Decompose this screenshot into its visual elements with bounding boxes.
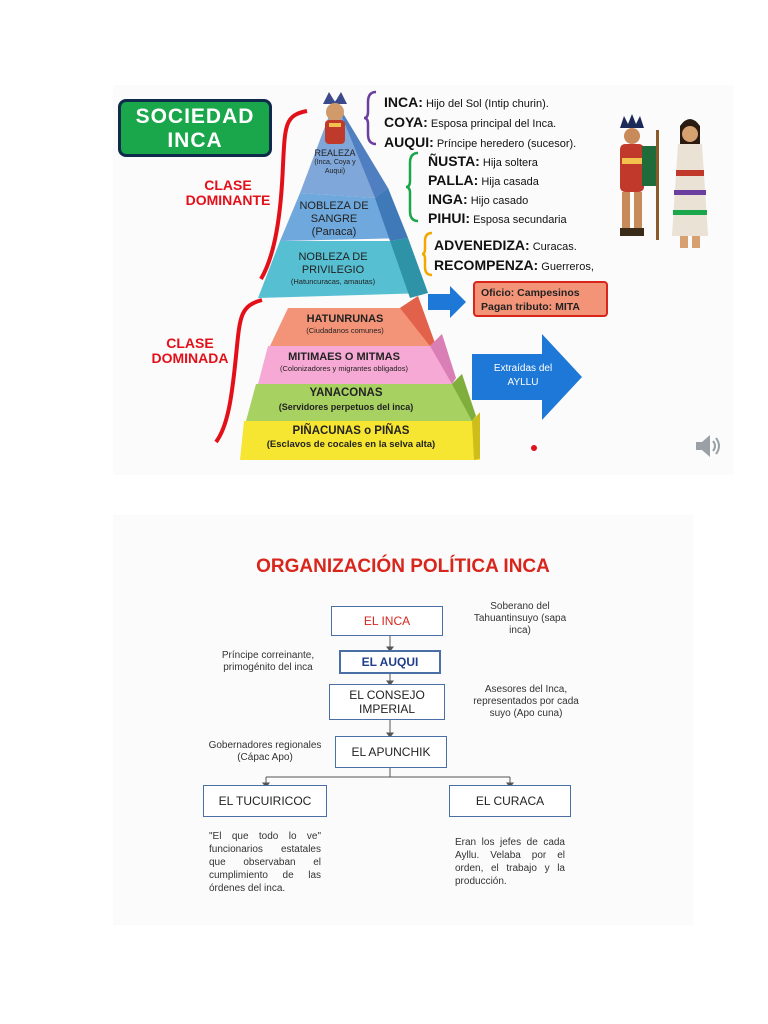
- clase-dominada-line1: CLASE: [166, 335, 214, 351]
- curaca-box: EL CURACA: [449, 785, 571, 817]
- pyramid-mitimaes-level: [258, 334, 452, 384]
- inca-couple-illustration: [620, 114, 708, 248]
- mitimaes-sub: (Colonizadores y migrantes obligados): [280, 364, 408, 373]
- realeza-item: INCA: Hijo del Sol (Intip churin).: [384, 94, 549, 110]
- pyramid-hatunrunas-level: [270, 296, 430, 346]
- consejo-note: Asesores del Inca, representados por cad…: [473, 684, 579, 719]
- pinacunas-label: PIÑACUNAS o PIÑAS (Esclavos de cocales e…: [244, 424, 458, 452]
- clase-dominante-line2: DOMINANTE: [185, 192, 271, 208]
- consejo-line1: EL CONSEJO: [349, 688, 425, 702]
- oficio-line1: Oficio: Campesinos: [481, 287, 580, 299]
- oficio-box: Oficio: Campesinos Pagan tributo: MITA: [473, 281, 608, 317]
- extraidas-line2: AYLLU: [507, 377, 539, 388]
- oficio-arrow-icon: [428, 286, 466, 318]
- pyramid-realeza-level: [300, 100, 375, 198]
- privilegio-item: RECOMPENZA: Guerreros,: [434, 257, 594, 273]
- sangre-list: ÑUSTA: Hija soltera PALLA: Hija casada I…: [428, 153, 578, 229]
- org-connectors: [262, 636, 514, 788]
- hatunrunas-label: HATUNRUNAS (Ciudadanos comunes): [270, 313, 420, 337]
- title-line-1: SOCIEDAD: [135, 105, 255, 128]
- sangre-item: INGA: Hijo casado: [428, 191, 529, 207]
- sangre-item: PIHUI: Esposa secundaria: [428, 210, 567, 226]
- hatunrunas-sub: (Ciudadanos comunes): [306, 326, 384, 335]
- el-auqui-label: EL AUQUI: [361, 655, 419, 669]
- hatunrunas-title: HATUNRUNAS: [306, 313, 384, 325]
- title-line-2: INCA: [167, 129, 223, 152]
- clase-dominante-bracket: [259, 109, 308, 281]
- nobleza-privilegio-line2: PRIVILEGIO: [301, 264, 365, 276]
- consejo-imperial-box: EL CONSEJO IMPERIAL: [329, 684, 445, 720]
- realeza-item: AUQUI: Príncipe heredero (sucesor).: [384, 134, 577, 150]
- sangre-bracket: [406, 151, 419, 223]
- extraidas-line1: Extraídas del: [493, 363, 553, 374]
- organizacion-politica-diagram: [113, 515, 693, 925]
- speaker-icon[interactable]: [692, 430, 724, 462]
- apunchik-label: EL APUNCHIK: [351, 745, 431, 759]
- sangre-item: PALLA: Hija casada: [428, 172, 539, 188]
- nobleza-privilegio-sub: (Hatuncuracas, amautas): [290, 277, 376, 286]
- yanaconas-label: YANACONAS (Servidores perpetuos del inca…: [252, 386, 440, 414]
- el-inca-label: EL INCA: [363, 614, 411, 628]
- curaca-label: EL CURACA: [475, 794, 545, 808]
- privilegio-list: ADVENEDIZA: Curacas. RECOMPENZA: Guerrer…: [434, 236, 594, 276]
- el-inca-note: Soberano del Tahuantinsuyo (sapa inca): [473, 601, 567, 636]
- nobleza-sangre-line1: NOBLEZA DE: [299, 200, 369, 212]
- apunchik-box: EL APUNCHIK: [335, 736, 447, 768]
- tucuiricoc-box: EL TUCUIRICOC: [203, 785, 327, 817]
- tucuiricoc-desc: "El que todo lo ve" funcionarios estatal…: [209, 831, 321, 894]
- extraidas-label: Extraídas del AYLLU: [478, 362, 568, 390]
- oficio-line2: Pagan tributo: MITA: [481, 301, 580, 313]
- sociedad-inca-title: SOCIEDAD INCA: [118, 99, 272, 157]
- realeza-bracket: [364, 90, 377, 146]
- nobleza-privilegio-line1: NOBLEZA DE: [298, 251, 368, 263]
- realeza-item: COYA: Esposa principal del Inca.: [384, 114, 557, 130]
- el-auqui-note: Príncipe correinante, primogénito del in…: [221, 650, 315, 673]
- privilegio-item: ADVENEDIZA: Curacas.: [434, 237, 577, 253]
- clase-dominada-line2: DOMINADA: [151, 350, 229, 366]
- pyramid-privilegio-level: [258, 238, 428, 298]
- nobleza-sangre-line2: SANGRE: [310, 213, 358, 225]
- curaca-desc: Eran los jefes de cada Ayllu. Velaba por…: [455, 837, 565, 887]
- inca-figure-icon: [323, 92, 347, 144]
- consejo-line2: IMPERIAL: [358, 702, 415, 716]
- clase-dominada-label: CLASE DOMINADA: [140, 336, 240, 366]
- pyramid-pinas-level: [240, 412, 480, 460]
- nobleza-sangre-sub: (Panaca): [311, 226, 357, 238]
- social-pyramid: [240, 100, 480, 460]
- tucuiricoc-label: EL TUCUIRICOC: [218, 794, 312, 808]
- clase-dominada-bracket: [214, 298, 263, 444]
- clase-dominante-line1: CLASE: [204, 177, 252, 193]
- mitimaes-label: MITIMAES O MITMAS (Colonizadores y migra…: [258, 351, 430, 375]
- sangre-item: ÑUSTA: Hija soltera: [428, 153, 538, 169]
- apunchik-note: Gobernadores regionales (Cápac Apo): [208, 740, 322, 763]
- yanaconas-sub: (Servidores perpetuos del inca): [278, 402, 414, 412]
- pinacunas-sub: (Esclavos de cocales en la selva alta): [266, 439, 436, 450]
- nobleza-sangre-label: NOBLEZA DE SANGRE (Panaca): [290, 200, 378, 239]
- realeza-sub: (Inca, Coya y Auqui): [314, 159, 356, 175]
- pinacunas-title: PIÑACUNAS o PIÑAS: [292, 425, 410, 437]
- organizacion-title: ORGANIZACIÓN POLÍTICA INCA: [256, 556, 550, 577]
- realeza-list: INCA: Hijo del Sol (Intip churin). COYA:…: [384, 93, 577, 153]
- privilegio-bracket: [422, 231, 433, 277]
- el-inca-box: EL INCA: [331, 606, 443, 636]
- extraidas-arrow-icon: [472, 334, 582, 420]
- pyramid-yanaconas-level: [246, 374, 472, 421]
- nobleza-privilegio-label: NOBLEZA DE PRIVILEGIO (Hatuncuracas, ama…: [272, 251, 394, 287]
- realeza-label: REALEZA (Inca, Coya y Auqui): [305, 148, 365, 176]
- red-dot: [531, 445, 537, 451]
- clase-dominante-label: CLASE DOMINANTE: [178, 178, 278, 208]
- realeza-title: REALEZA: [314, 148, 356, 158]
- yanaconas-title: YANACONAS: [309, 387, 383, 399]
- pyramid-sangre-level: [280, 188, 408, 241]
- mitimaes-title: MITIMAES O MITMAS: [288, 351, 400, 363]
- el-auqui-box: EL AUQUI: [339, 650, 441, 674]
